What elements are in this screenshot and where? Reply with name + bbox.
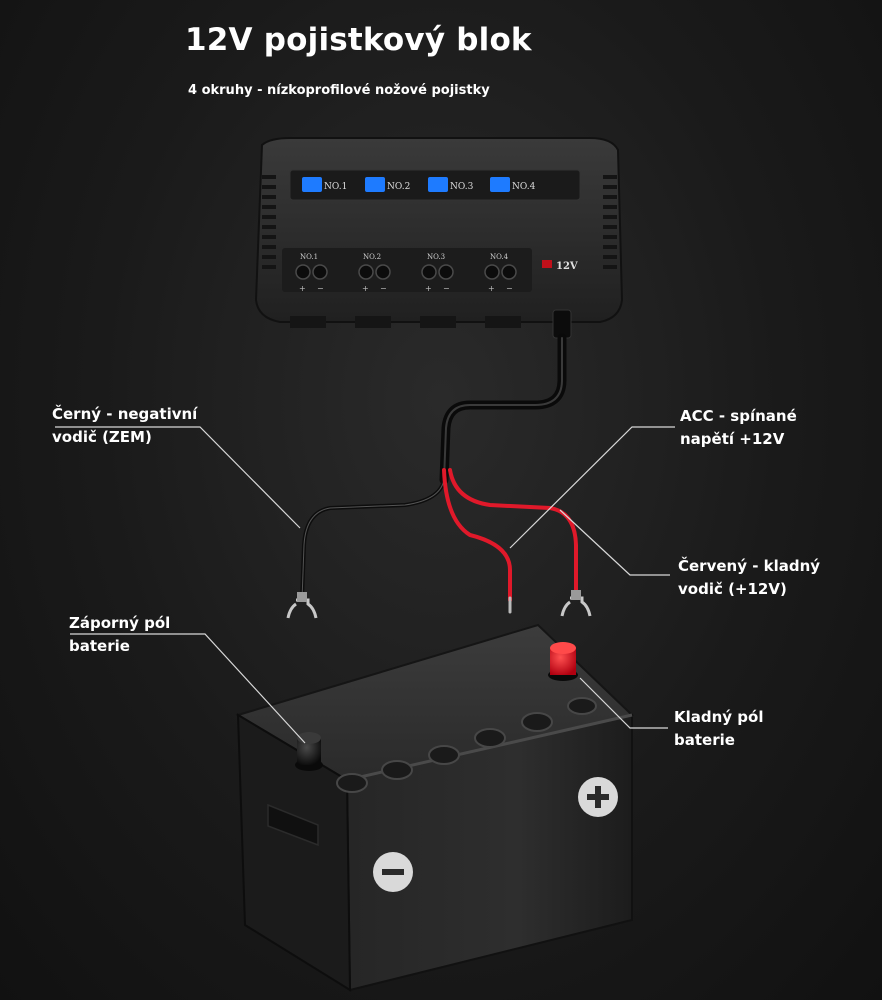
battery <box>235 623 635 992</box>
callout-positive-pole-line2: baterie <box>674 731 735 749</box>
leader-acc <box>509 426 675 549</box>
led-2 <box>365 177 385 192</box>
led-4 <box>490 177 510 192</box>
minus-symbol-icon <box>373 852 413 892</box>
plus-sign-3: + <box>425 284 432 293</box>
voltage-badge-mark <box>542 260 552 268</box>
callout-black-wire-line2: vodič (ZEM) <box>52 428 152 446</box>
terminal-label-2: NO.2 <box>363 253 381 261</box>
callout-negative-pole-line1: Záporný pól <box>69 614 171 632</box>
wires <box>300 333 578 614</box>
callout-black-wire: Černý - negativní vodič (ZEM) <box>52 403 197 449</box>
vent-caps <box>336 697 597 793</box>
led-label-1: NO.1 <box>324 182 347 192</box>
black-ground-wire <box>300 478 446 602</box>
voltage-badge: 12V <box>556 261 578 272</box>
left-vent-grille <box>262 175 276 269</box>
leader-red-wire <box>559 509 670 576</box>
led-label-2: NO.2 <box>387 182 410 192</box>
terminal-label-4: NO.4 <box>490 253 509 261</box>
spade-terminal-red <box>560 590 592 617</box>
minus-sign-1: − <box>317 284 324 293</box>
callout-positive-pole: Kladný pól baterie <box>674 706 764 752</box>
callout-acc: ACC - spínané napětí +12V <box>680 405 797 451</box>
negative-terminal <box>295 732 323 771</box>
fuse-block: NO.1 NO.2 NO.3 NO.4 NO.1 NO.2 NO.3 NO.4 … <box>254 137 624 339</box>
plus-sign-1: + <box>299 284 306 293</box>
terminal-label-3: NO.3 <box>427 253 445 261</box>
callout-black-wire-line1: Černý - negativní <box>52 405 198 423</box>
callout-positive-pole-line1: Kladný pól <box>674 708 764 726</box>
led-label-4: NO.4 <box>512 182 536 192</box>
minus-sign-3: − <box>443 284 450 293</box>
battery-handle <box>267 803 319 847</box>
minus-sign-2: − <box>380 284 387 293</box>
terminal-label-1: NO.1 <box>300 253 318 261</box>
leader-negative-pole <box>70 633 306 744</box>
right-vent-grille <box>603 175 617 269</box>
minus-sign-4: − <box>506 284 513 293</box>
black-ground-wire-highlight <box>301 479 445 601</box>
led-indicators <box>302 177 510 192</box>
callout-red-wire-line1: Červený - kladný <box>678 557 821 575</box>
page-subtitle: 4 okruhy - nízkoprofilové nožové pojistk… <box>188 83 490 98</box>
plus-sign-2: + <box>362 284 369 293</box>
leader-black-wire <box>55 426 301 529</box>
callout-negative-pole-line2: baterie <box>69 637 130 655</box>
callout-red-wire: Červený - kladný vodič (+12V) <box>678 555 820 601</box>
main-cable <box>439 333 567 485</box>
spade-terminal-black <box>286 592 318 619</box>
callout-red-wire-line2: vodič (+12V) <box>678 580 787 598</box>
callout-negative-pole: Záporný pól baterie <box>69 612 170 658</box>
red-acc-wire <box>442 468 512 602</box>
led-1 <box>302 177 322 192</box>
page-title: 12V pojistkový blok <box>185 22 532 58</box>
leader-lines <box>55 426 675 744</box>
callout-acc-line1: ACC - spínané <box>680 407 797 425</box>
main-cable-highlight <box>443 337 563 481</box>
plus-sign-4: + <box>488 284 495 293</box>
leader-positive-pole <box>579 677 668 729</box>
screw-terminals <box>295 264 517 280</box>
plus-symbol-icon <box>578 777 618 817</box>
led-3 <box>428 177 448 192</box>
callout-acc-line2: napětí +12V <box>680 430 785 448</box>
led-label-3: NO.3 <box>450 182 474 192</box>
positive-terminal <box>548 642 578 681</box>
